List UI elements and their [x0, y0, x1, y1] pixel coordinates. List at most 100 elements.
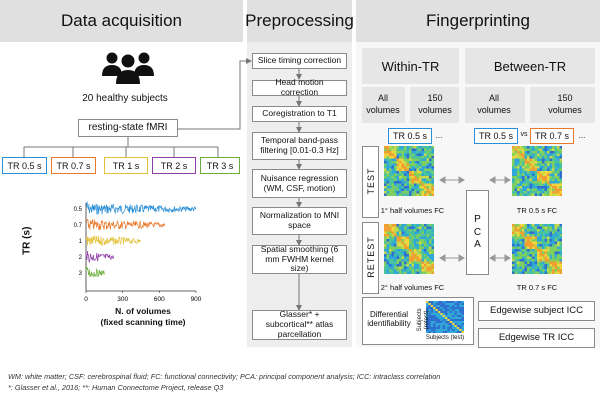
- matrix-cell: [549, 148, 553, 152]
- matrix-cell: [411, 229, 415, 232]
- matrix-cell: [384, 244, 387, 247]
- matrix-cell: [426, 271, 430, 274]
- matrix-cell: [396, 161, 400, 164]
- matrix-cell: [389, 251, 392, 255]
- matrix-cell: [557, 151, 560, 154]
- matrix-cell: [544, 261, 548, 265]
- matrix-cell: [532, 156, 535, 159]
- matrix-cell: [539, 163, 543, 167]
- matrix-cell: [524, 146, 528, 149]
- matrix-cell: [549, 266, 553, 270]
- matrix-cell: [529, 244, 533, 247]
- identifiability-cell: [442, 321, 446, 324]
- matrix-cell: [517, 151, 520, 154]
- identifiability-cell: [426, 311, 429, 314]
- identifiability-cell: [435, 313, 439, 316]
- identifiability-cell: [426, 321, 429, 324]
- matrix-cell: [409, 181, 412, 184]
- matrix-cell: [411, 148, 415, 152]
- matrix-cell: [429, 251, 432, 255]
- matrix-cell: [431, 176, 434, 179]
- identifiability-cell: [445, 321, 448, 324]
- matrix-cell: [549, 168, 553, 172]
- matrix-cell: [529, 191, 533, 194]
- matrix-cell: [414, 266, 417, 270]
- matrix-cell: [426, 226, 430, 230]
- matrix-cell: [396, 181, 400, 184]
- matrix-cell: [384, 264, 387, 267]
- identifiability-cell: [426, 329, 429, 332]
- matrix-cell: [404, 156, 407, 159]
- identifiability-cell: [442, 327, 446, 330]
- matrix-cell: [414, 158, 417, 162]
- identifiability-cell: [426, 317, 429, 320]
- matrix-cell: [384, 188, 387, 192]
- identifiability-cell: [445, 329, 448, 332]
- matrix-cell: [384, 178, 387, 182]
- matrix-cell: [559, 191, 562, 194]
- matrix-cell: [401, 156, 405, 159]
- chart-series-line-tr-0.5: [85, 201, 197, 215]
- matrix-cell: [394, 259, 397, 262]
- matrix-cell: [517, 224, 520, 227]
- matrix-cell: [529, 168, 533, 172]
- matrix-cell: [396, 264, 400, 267]
- matrix-cell: [409, 148, 412, 152]
- identifiability-cell: [452, 325, 455, 328]
- matrix-cell: [414, 259, 417, 262]
- matrix-cell: [399, 181, 402, 184]
- matrix-cell: [512, 168, 515, 172]
- matrix-cell: [384, 271, 387, 274]
- matrix-cell: [517, 171, 520, 174]
- matrix-cell: [547, 173, 550, 177]
- matrix-cell: [399, 244, 402, 247]
- matrix-cell: [514, 226, 518, 230]
- matrix-cell: [431, 146, 434, 149]
- matrix-cell: [557, 163, 560, 167]
- matrix-cell: [514, 246, 518, 250]
- matrix-cell: [431, 163, 434, 167]
- matrix-cell: [416, 231, 420, 235]
- matrix-cell: [391, 156, 395, 159]
- matrix-cell: [429, 264, 432, 267]
- identifiability-cell: [435, 327, 439, 330]
- matrix-cell: [519, 193, 523, 196]
- matrix-cell: [527, 146, 530, 149]
- identifiability-cell: [442, 319, 446, 322]
- identifiability-cell: [456, 331, 460, 333]
- identifiability-cell: [456, 313, 460, 316]
- matrix-cell: [396, 231, 400, 235]
- matrix-cell: [557, 269, 560, 272]
- identifiability-cell: [426, 319, 429, 322]
- matrix-cell: [419, 254, 422, 257]
- matrix-cell: [557, 229, 560, 232]
- matrix-cell: [386, 259, 390, 262]
- matrix-cell: [421, 271, 425, 274]
- identifiability-cell: [447, 327, 451, 330]
- matrix-cell: [414, 183, 417, 187]
- matrix-cell: [522, 176, 525, 179]
- matrix-cell: [419, 161, 422, 164]
- matrix-cell: [549, 188, 553, 192]
- identifiability-cell: [461, 313, 464, 316]
- matrix-cell: [522, 269, 525, 272]
- matrix-cell: [537, 236, 540, 240]
- matrix-cell: [391, 226, 395, 230]
- matrix-cell: [409, 158, 412, 162]
- matrix-cell: [399, 178, 402, 182]
- matrix-cell: [389, 256, 392, 260]
- matrix-cell: [401, 261, 405, 265]
- identifiability-cell: [440, 303, 443, 306]
- matrix-cell: [424, 246, 427, 250]
- matrix-cell: [539, 244, 543, 247]
- matrix-cell: [414, 269, 417, 272]
- matrix-cell: [552, 266, 555, 270]
- matrix-cell: [537, 226, 540, 230]
- matrix-cell: [401, 191, 405, 194]
- matrix-cell: [399, 146, 402, 149]
- header-fingerprinting: Fingerprinting: [356, 0, 600, 42]
- matrix-cell: [529, 229, 533, 232]
- matrix-cell: [512, 163, 515, 167]
- header-data-acquisition: Data acquisition: [0, 0, 243, 42]
- matrix-cell: [414, 176, 417, 179]
